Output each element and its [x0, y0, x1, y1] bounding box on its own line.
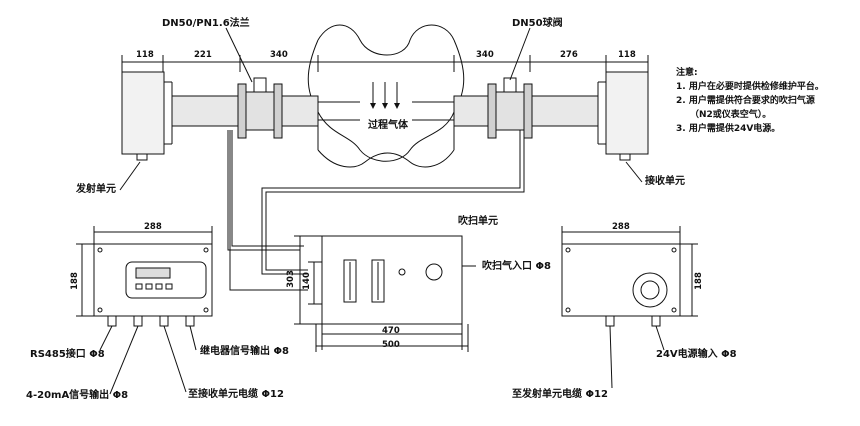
controller-box-left [76, 226, 213, 395]
notes-block: 注意: 1. 用户在必要时提供检修维护平台。 2. 用户需提供符合要求的吹扫气源… [676, 66, 824, 136]
note-item: 1. 用户在必要时提供检修维护平台。 [676, 82, 824, 92]
to-transmitter-cable-label: 至发射单元电缆 Φ12 [512, 389, 608, 400]
dim-purge-height-inner: 140 [301, 272, 312, 290]
to-receiver-cable-label: 至接收单元电缆 Φ12 [188, 389, 284, 400]
transmitter-label: 发射单元 [76, 184, 116, 195]
receiver-label: 接收单元 [645, 176, 685, 187]
dim-left-pipe: 340 [270, 50, 288, 60]
notes-title: 注意: [676, 68, 698, 78]
dim-right-gap: 276 [560, 50, 578, 60]
note-item: 2. 用户需提供符合要求的吹扫气源 [676, 96, 815, 106]
dim-left-gap: 221 [194, 50, 212, 60]
flange-label: DN50/PN1.6法兰 [162, 18, 250, 29]
dim-purge-width-inner: 470 [382, 326, 400, 336]
current-output-label: 4-20mA信号输出 Φ8 [26, 390, 129, 401]
process-gas-label: 过程气体 [368, 120, 408, 131]
receiver-head [453, 71, 649, 161]
transmitter-head [121, 71, 319, 161]
note-item: （N2或仪表空气）。 [690, 110, 772, 120]
dim-purge-width-outer: 500 [382, 340, 400, 350]
controller-box-right [561, 226, 698, 389]
process-pipe [307, 24, 465, 168]
relay-output-label: 继电器信号输出 Φ8 [200, 346, 289, 357]
dim-right-unit: 118 [618, 50, 636, 60]
top-dimension-line [121, 55, 649, 72]
note-item: 3. 用户需提供24V电源。 [676, 124, 781, 134]
power-input-label: 24V电源输入 Φ8 [656, 349, 737, 360]
rs485-label: RS485接口 Φ8 [30, 349, 105, 360]
dim-box-height-right: 188 [693, 272, 704, 290]
purge-unit-label: 吹扫单元 [458, 216, 498, 227]
purge-inlet-label: 吹扫气入口 Φ8 [482, 261, 551, 272]
dim-purge-height-outer: 303 [285, 270, 296, 288]
dim-box-height-left: 188 [69, 272, 80, 290]
purge-tubing [227, 130, 525, 291]
purge-unit-box [294, 235, 476, 352]
dim-box-width-right: 288 [612, 222, 630, 232]
dim-box-width-left: 288 [144, 222, 162, 232]
dim-right-pipe: 340 [476, 50, 494, 60]
dim-left-unit: 118 [136, 50, 154, 60]
ball-valve-label: DN50球阀 [512, 18, 563, 29]
